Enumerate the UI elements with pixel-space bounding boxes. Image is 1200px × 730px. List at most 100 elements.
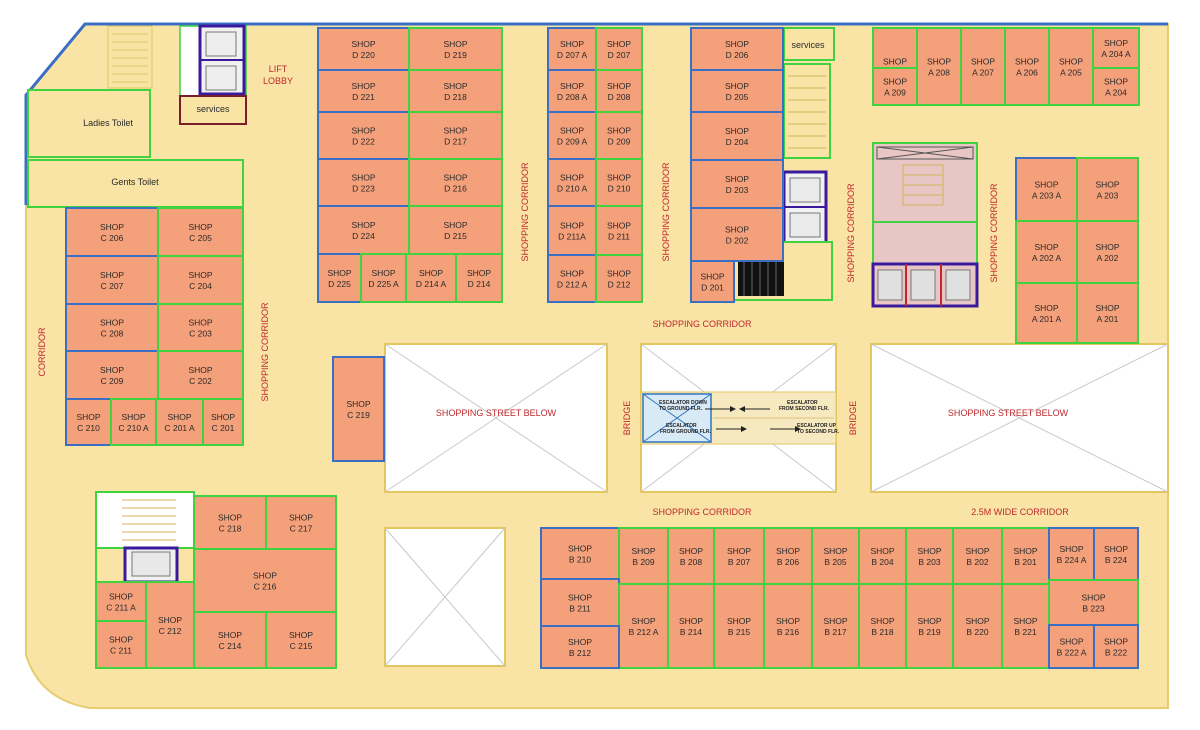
shop-label-line1: SHOP — [1013, 616, 1037, 626]
shop-label-line2: A 209 — [884, 88, 906, 98]
shop-label-line2: C 211 — [110, 646, 132, 656]
escalator-from-ground-label-2: FROM GROUND FLR. — [660, 429, 711, 435]
shop-label-line2: A 203 — [1097, 191, 1119, 201]
shop-box — [595, 27, 643, 71]
escalator-down-label-1: ESCALATOR DOWN — [659, 400, 707, 406]
shop-label-line2: D 214 A — [416, 279, 447, 289]
